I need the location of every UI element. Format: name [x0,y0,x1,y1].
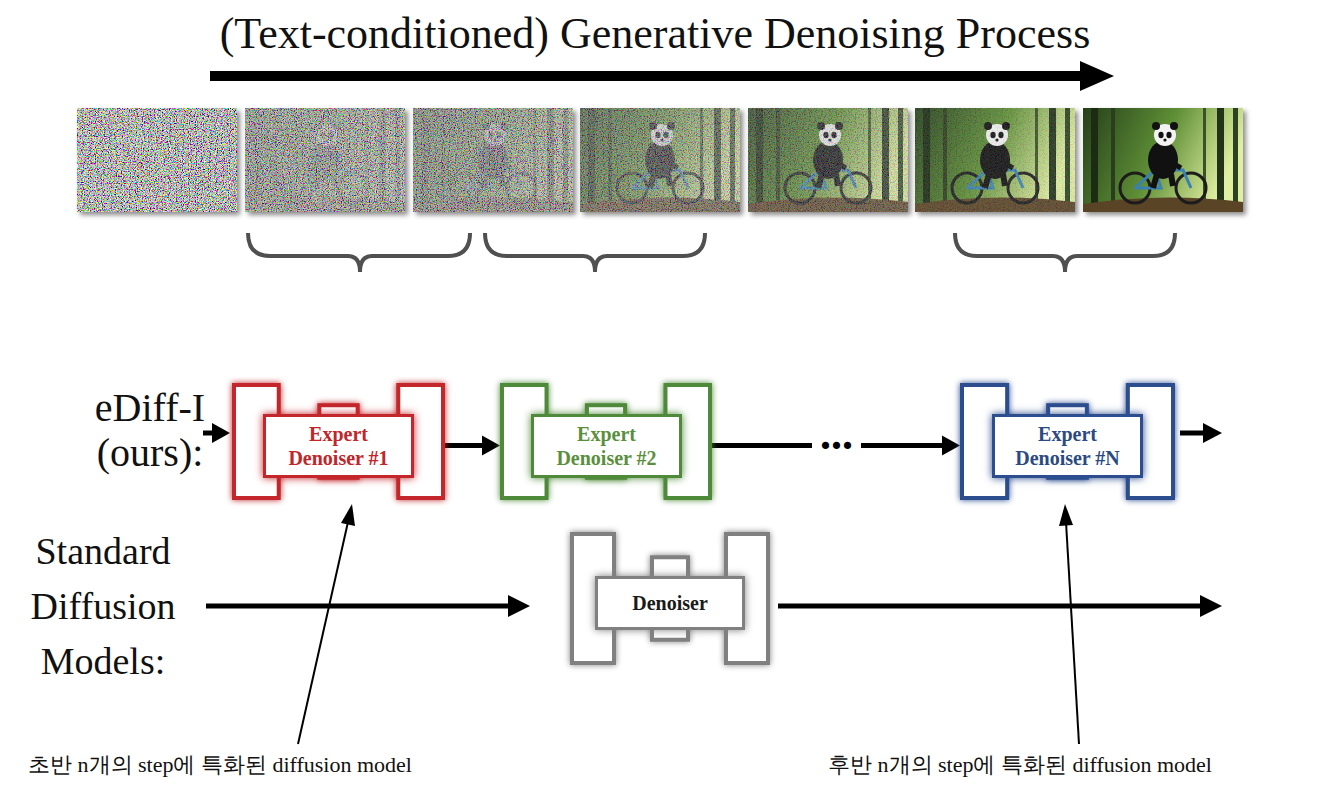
arrow-head [482,436,500,456]
annotation: 초반 n개의 step에 특화된 diffusion model [28,752,412,778]
denoiser-box: Expert Denoiser #N [992,414,1143,478]
denoiser-box: Expert Denoiser #1 [263,414,414,478]
title: (Text-conditioned) Generative Denoising … [0,10,1310,58]
unet-block: Expert Denoiser #2 [500,383,712,500]
arrow-head [1080,61,1114,91]
arrow-head [942,436,960,456]
denoiser-box: Expert Denoiser #2 [531,414,682,478]
box-label: Expert Denoiser #N [1005,422,1130,470]
arrow-shaft [445,443,484,448]
bracket [248,233,1175,272]
row-label: eDiff-I (ours): [86,386,214,476]
row-label: Standard Diffusion Models: [4,524,202,689]
box-label: Denoiser [632,591,708,615]
ellipsis-label: ... [812,413,861,457]
flow-arrow [445,436,500,456]
denoiser-box: Denoiser [595,576,745,630]
unet-block: Expert Denoiser #N [960,383,1175,500]
process-arrow [210,71,1082,81]
unet-block: Expert Denoiser #1 [232,383,445,500]
box-label: Expert Denoiser #2 [544,422,669,470]
leader-line [298,504,1079,744]
annotation: 후반 n개의 step에 특화된 diffusion model [828,752,1212,778]
box-label: Expert Denoiser #1 [276,422,401,470]
unet-block: Denoiser [570,532,770,665]
denoising-steps [77,108,1243,212]
